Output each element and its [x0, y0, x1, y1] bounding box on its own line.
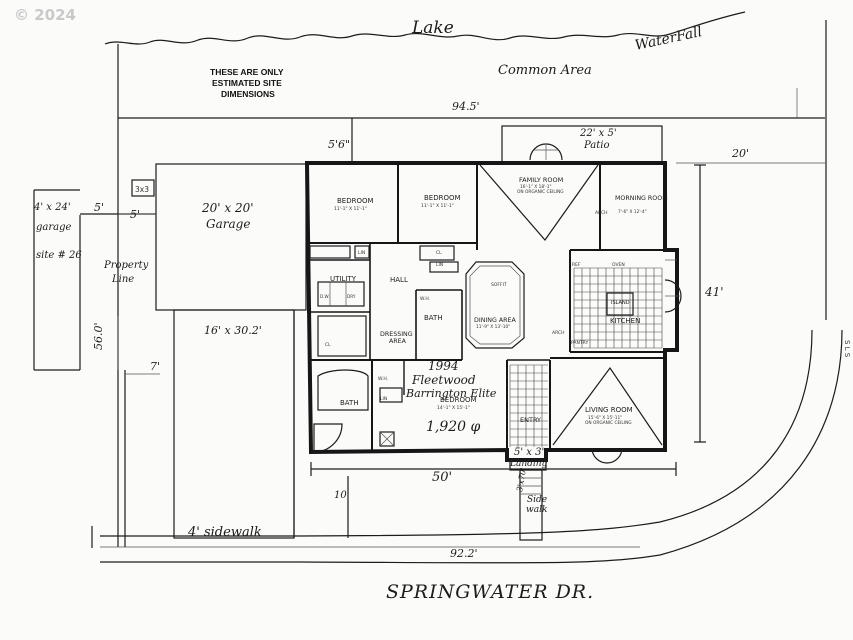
water-heater-label: W.H. [378, 376, 388, 382]
front-setback-dimension: 10' [334, 490, 349, 501]
living-room-note: ON ORGANIC CEILING [585, 420, 632, 426]
living-room-name: LIVING ROOM [585, 406, 633, 414]
home-model: Barrington Elite [405, 387, 497, 400]
island-label: ISLAND [611, 300, 630, 306]
home-square-feet: 1,920 φ [426, 419, 481, 435]
bedroom-2-name: BEDROOM [424, 194, 461, 202]
waterfall-label: WaterFall [634, 24, 704, 54]
bedroom-1-dims: 11'-1" X 11'-1" [334, 206, 367, 212]
street-name: SPRINGWATER DR. [386, 581, 594, 603]
dining-soffit [465, 261, 525, 349]
left-depth-dimension: 56.0' [92, 322, 105, 350]
living-room-dims: 15'-6" X 15'-11" [588, 415, 622, 421]
kitchen-floor-tiles [573, 267, 663, 349]
top-width-dimension: 94.5' [452, 100, 480, 113]
water-heater-label: W.H. [420, 296, 430, 302]
closet-label: CL [436, 250, 442, 256]
disclaimer-line-1: THESE ARE ONLY [210, 67, 284, 77]
lake-label: Lake [411, 18, 454, 38]
dining-area-dims: 11'-9" X 13'-10" [476, 324, 510, 330]
home-year: 1994 [428, 359, 459, 373]
side-gap-b: 5' [130, 208, 140, 221]
family-room-name: FAMILY ROOM [519, 176, 563, 184]
side-yard-dimension: 7' [150, 360, 160, 373]
lake-shoreline [104, 11, 746, 45]
sidewalk-size: 3'x70' [515, 467, 528, 492]
family-room-note: ON ORGANIC CEILING [517, 189, 564, 195]
morning-room-name-1: MORNING ROOM [615, 195, 668, 202]
disclaimer-line-3: DIMENSIONS [221, 89, 275, 99]
soffit-label: SOFFIT [491, 282, 507, 288]
sidewalk-label-b: walk [526, 505, 547, 515]
rear-setback-dimension: 5'6" [328, 138, 350, 151]
road-curve-inner [100, 329, 813, 537]
bedroom-2-dims: 11'-1" X 11'-1" [421, 203, 454, 209]
closet-label: CL [325, 342, 331, 348]
living-ceiling-lines [552, 366, 663, 446]
four-foot-sidewalk-label: 4' sidewalk [187, 525, 262, 540]
master-bath-label: BATH [340, 399, 359, 407]
kitchen-label: KITCHEN [610, 317, 640, 325]
garage-size: 20' x 20' [201, 201, 254, 215]
carport-outline [173, 309, 295, 539]
neighbor-garage-size: 4' x 24' [33, 202, 71, 213]
home-make: Fleetwood [411, 373, 476, 387]
linen-closet-label: LIN [380, 396, 387, 402]
entry-floor-tiles [509, 364, 548, 447]
dressing-area-label-2: AREA [389, 338, 407, 345]
hall-label: HALL [390, 276, 408, 284]
hall-bath-label: BATH [424, 314, 443, 322]
small-box-label: 3x3 [135, 185, 149, 194]
property-line-label-2: Line [111, 274, 134, 285]
property-line-label-1: Property [103, 260, 149, 271]
landing-label: Landing [509, 459, 548, 469]
disclaimer-line-2: ESTIMATED SITE [212, 78, 282, 88]
master-bedroom-dims: 14'-1" X 15'-1" [437, 405, 470, 411]
patio-label: Patio [583, 140, 609, 151]
family-room-dims: 16'-1" X 18'-1" [520, 184, 552, 190]
carport-size: 16' x 30.2' [204, 324, 262, 337]
linen-closet-label: LIN [436, 262, 443, 268]
bedroom-1-name: BEDROOM [337, 197, 374, 205]
house-width-dimension: 50' [432, 470, 452, 485]
entry-label: ENTRY [520, 416, 541, 424]
arch-label: ARCH [552, 330, 565, 336]
dressing-area-label-1: DRESSING [380, 331, 413, 338]
family-ceiling-lines [479, 164, 599, 241]
common-area-label: Common Area [498, 63, 592, 78]
copyright-watermark: © 2024 [14, 6, 76, 24]
garage-label: Garage [206, 217, 250, 231]
right-depth-dimension: 41' [704, 285, 724, 299]
utility-label: UTILITY [330, 275, 357, 283]
master-bedroom-name: BEDROOM [440, 396, 477, 404]
oven-label: OVEN [612, 262, 625, 268]
landing-size: 5' x 3' [514, 447, 544, 458]
sidewalk-label-a: Side [527, 495, 547, 505]
bottom-width-dimension: 92.2' [450, 547, 478, 560]
small-box [131, 179, 155, 197]
linen-closet-label: LIN [358, 250, 365, 256]
site-number-label: site # 26 [36, 250, 82, 261]
corner-tub [313, 423, 343, 453]
dryer-label: DRY [347, 294, 356, 299]
kitchen-island [606, 292, 634, 316]
morning-room-dims: 7'-6" X 12'-4" [618, 209, 647, 215]
patio-size: 22' x 5' [579, 128, 617, 139]
washer-label: D.W. [320, 294, 330, 299]
edge-text: S L S [843, 340, 851, 358]
arch-label: ARCH [595, 210, 608, 216]
side-gap-a: 5' [94, 201, 104, 214]
dining-area-name: DINING AREA [474, 317, 517, 324]
refrigerator-label: REF [572, 262, 581, 268]
road-curve-outer [100, 329, 843, 564]
neighbor-garage-word: garage [36, 222, 72, 233]
right-setback-dimension: 20' [731, 147, 749, 160]
garage-outline [155, 163, 307, 311]
pantry-label: PANTRY [571, 340, 588, 346]
